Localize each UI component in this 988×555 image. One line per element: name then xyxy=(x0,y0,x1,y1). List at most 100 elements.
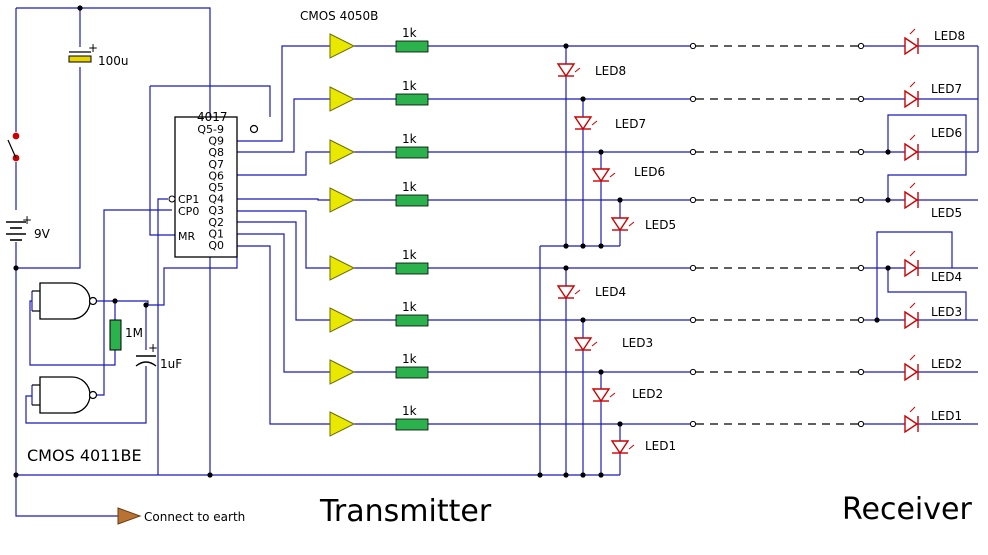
receiver-led-ray xyxy=(909,354,916,361)
buffer-8 xyxy=(329,411,356,437)
counter-chip-label: 4017 xyxy=(197,110,228,124)
counter-pin-q7: Q7 xyxy=(208,158,224,171)
battery-label: 9V xyxy=(34,227,51,241)
transmitter-led-8 xyxy=(610,440,630,455)
counter-pin-mr: MR xyxy=(178,230,195,243)
link-terminal-a xyxy=(689,368,697,376)
receiver-led-ray xyxy=(909,406,916,413)
junction-dot xyxy=(563,43,569,49)
clock-to-cp0 xyxy=(96,209,172,396)
resistor-1k-label-3: 1k xyxy=(402,132,417,146)
receiver-led-6 xyxy=(904,310,919,330)
junction-dot xyxy=(885,265,891,271)
counter-pin-q0: Q0 xyxy=(208,239,224,252)
channel-2-route xyxy=(237,98,330,153)
link-terminal-a xyxy=(689,264,697,272)
junction-dot xyxy=(580,317,586,323)
components xyxy=(6,5,919,525)
receiver-led-label-5: LED4 xyxy=(931,270,962,284)
junction-dot xyxy=(598,472,604,478)
transmitter-led-1 xyxy=(556,63,576,78)
resistor-1k-label-1: 1k xyxy=(402,26,417,40)
transmitter-heading: Transmitter xyxy=(319,494,492,529)
resistor-1k-label-7: 1k xyxy=(402,352,417,366)
nand-chip-label: CMOS 4011BE xyxy=(27,446,142,465)
counter-pin-cp1: CP1 xyxy=(178,193,199,206)
rx-loop-lower-2 xyxy=(887,268,967,320)
transmitter-led-ray xyxy=(591,341,598,347)
capacitor-100u-label: 100u xyxy=(98,54,129,68)
junction-dot xyxy=(580,96,586,102)
buffer-3 xyxy=(329,139,356,165)
receiver-led-label-6: LED3 xyxy=(931,305,962,319)
nand-gate-1 xyxy=(39,282,91,320)
junction-dot xyxy=(598,369,604,375)
receiver-led-8 xyxy=(904,414,919,434)
switch-contact-bottom xyxy=(12,154,20,162)
receiver-led-ray xyxy=(909,302,916,309)
junction-dot xyxy=(143,302,149,308)
link-terminal-a xyxy=(689,420,697,428)
channel-3-route xyxy=(237,151,330,176)
transmitter-led-2 xyxy=(573,116,593,131)
transmitter-led-6 xyxy=(573,337,593,352)
rx-loop-upper xyxy=(887,114,967,200)
resistor-1k-4 xyxy=(395,194,429,207)
junction-dot xyxy=(580,472,586,478)
nand1-feedback xyxy=(29,300,116,366)
mr-wire xyxy=(149,86,175,236)
nand-gate-1-bubble xyxy=(88,296,98,306)
receiver-heading: Receiver xyxy=(842,492,972,527)
link-terminal-b xyxy=(857,196,865,204)
buffer-2 xyxy=(329,86,356,112)
transmitter-led-5 xyxy=(556,285,576,300)
link-terminal-b xyxy=(857,148,865,156)
buffer-7 xyxy=(329,359,356,385)
labels: CMOS 4050B 4017 CMOS 4011BE 100u 1uF 1M … xyxy=(22,9,972,529)
junction-dot xyxy=(77,5,83,11)
transmitter-led-ray xyxy=(574,289,581,295)
capacitor-small-plus-sign: + xyxy=(148,341,158,355)
junction-dot xyxy=(13,472,19,478)
counter-pin-q5: Q5 xyxy=(208,181,224,194)
receiver-led-7 xyxy=(904,362,919,382)
receiver-led-label-2: LED7 xyxy=(931,82,962,96)
counter-pin-q9: Q9 xyxy=(208,135,224,148)
capacitor-100u xyxy=(68,55,92,63)
receiver-led-label-7: LED2 xyxy=(931,357,962,371)
link-terminal-b xyxy=(857,316,865,324)
battery-plus-sign: + xyxy=(22,213,32,227)
junction-dot xyxy=(874,317,880,323)
counter-pin-q2: Q2 xyxy=(208,216,224,229)
resistor-1k-label-4: 1k xyxy=(402,180,417,194)
junction-dot xyxy=(598,243,604,249)
link-terminal-a xyxy=(689,95,697,103)
link-terminal-b xyxy=(857,420,865,428)
counter-pin-q1: Q1 xyxy=(208,227,224,240)
earth-wire xyxy=(15,475,118,517)
rx-loop-lower xyxy=(876,231,953,268)
junction-dot xyxy=(885,149,891,155)
transmitter-led-label-7: LED2 xyxy=(632,387,663,401)
channel-7-route xyxy=(237,233,330,373)
transmitter-led-ray xyxy=(628,444,635,450)
counter-pin-q3: Q3 xyxy=(208,204,224,217)
capacitor-1uf-label: 1uF xyxy=(160,357,182,371)
link-terminal-a xyxy=(689,196,697,204)
receiver-led-ray xyxy=(909,182,916,189)
resistor-1k-label-6: 1k xyxy=(402,300,417,314)
counter-pin-q4: Q4 xyxy=(208,193,224,206)
capacitor-plus-sign: + xyxy=(88,41,98,55)
cap100-bottom-wire xyxy=(16,67,81,269)
resistor-1m-label: 1M xyxy=(125,326,143,340)
receiver-led-1 xyxy=(904,36,919,56)
transmitter-led-label-3: LED6 xyxy=(634,165,665,179)
counter-chip-4017 xyxy=(174,116,238,258)
transmitter-led-ray xyxy=(609,392,616,398)
junction-dot xyxy=(537,472,543,478)
receiver-led-5 xyxy=(904,258,919,278)
receiver-led-label-8: LED1 xyxy=(931,409,962,423)
buffer-1 xyxy=(329,33,356,59)
